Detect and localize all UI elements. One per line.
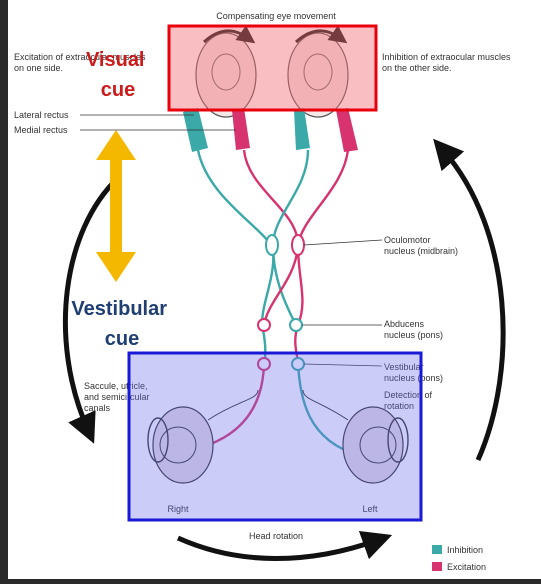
oculomotor-line-2: nucleus (midbrain) [384,246,458,256]
abducens-label: Abducens nucleus (pons) [384,319,443,340]
vestibular-cue-line-1: Vestibular [71,298,167,320]
oculomotor-nuclei [266,235,304,255]
diagram-title: Compensating eye movement [216,11,336,21]
vestibular-cue-text: Vestibular cue [71,298,172,350]
abducens-nuclei [258,319,302,331]
cue-double-arrow [96,130,136,282]
left-note-line-2: on one side. [14,63,63,73]
visual-cue-line-2: cue [101,79,135,101]
vestibular-cue-box [129,353,421,520]
abducens-line-1: Abducens [384,319,425,329]
lateral-rectus-label: Lateral rectus [14,110,69,120]
visual-cue-line-1: Visual [86,49,145,71]
vestibular-cue-line-2: cue [105,328,139,350]
legend-excitation-swatch [432,562,442,571]
vestibulo-ocular-diagram: Compensating eye movement Excitation of … [8,0,541,579]
legend: Inhibition Excitation [432,545,486,572]
legend-excitation-label: Excitation [447,562,486,572]
right-note-line-2: on the other side. [382,63,452,73]
rotation-arrow-bottom [178,538,378,559]
oculomotor-line-1: Oculomotor [384,235,431,245]
right-note: Inhibition of extraocular muscles on the… [382,52,513,73]
oculomotor-label: Oculomotor nucleus (midbrain) [384,235,458,256]
canals-line-3: canals [84,403,111,413]
legend-inhibition-swatch [432,545,442,554]
diagram-canvas: Compensating eye movement Excitation of … [8,0,541,579]
medial-rectus-label: Medial rectus [14,125,68,135]
abducens-line-2: nucleus (pons) [384,330,443,340]
legend-inhibition-label: Inhibition [447,545,483,555]
head-rotation-label: Head rotation [249,531,303,541]
visual-cue-text: Visual cue [86,49,150,101]
visual-cue-box [169,26,376,110]
right-note-line-1: Inhibition of extraocular muscles [382,52,511,62]
rotation-arrow-right [443,150,503,460]
